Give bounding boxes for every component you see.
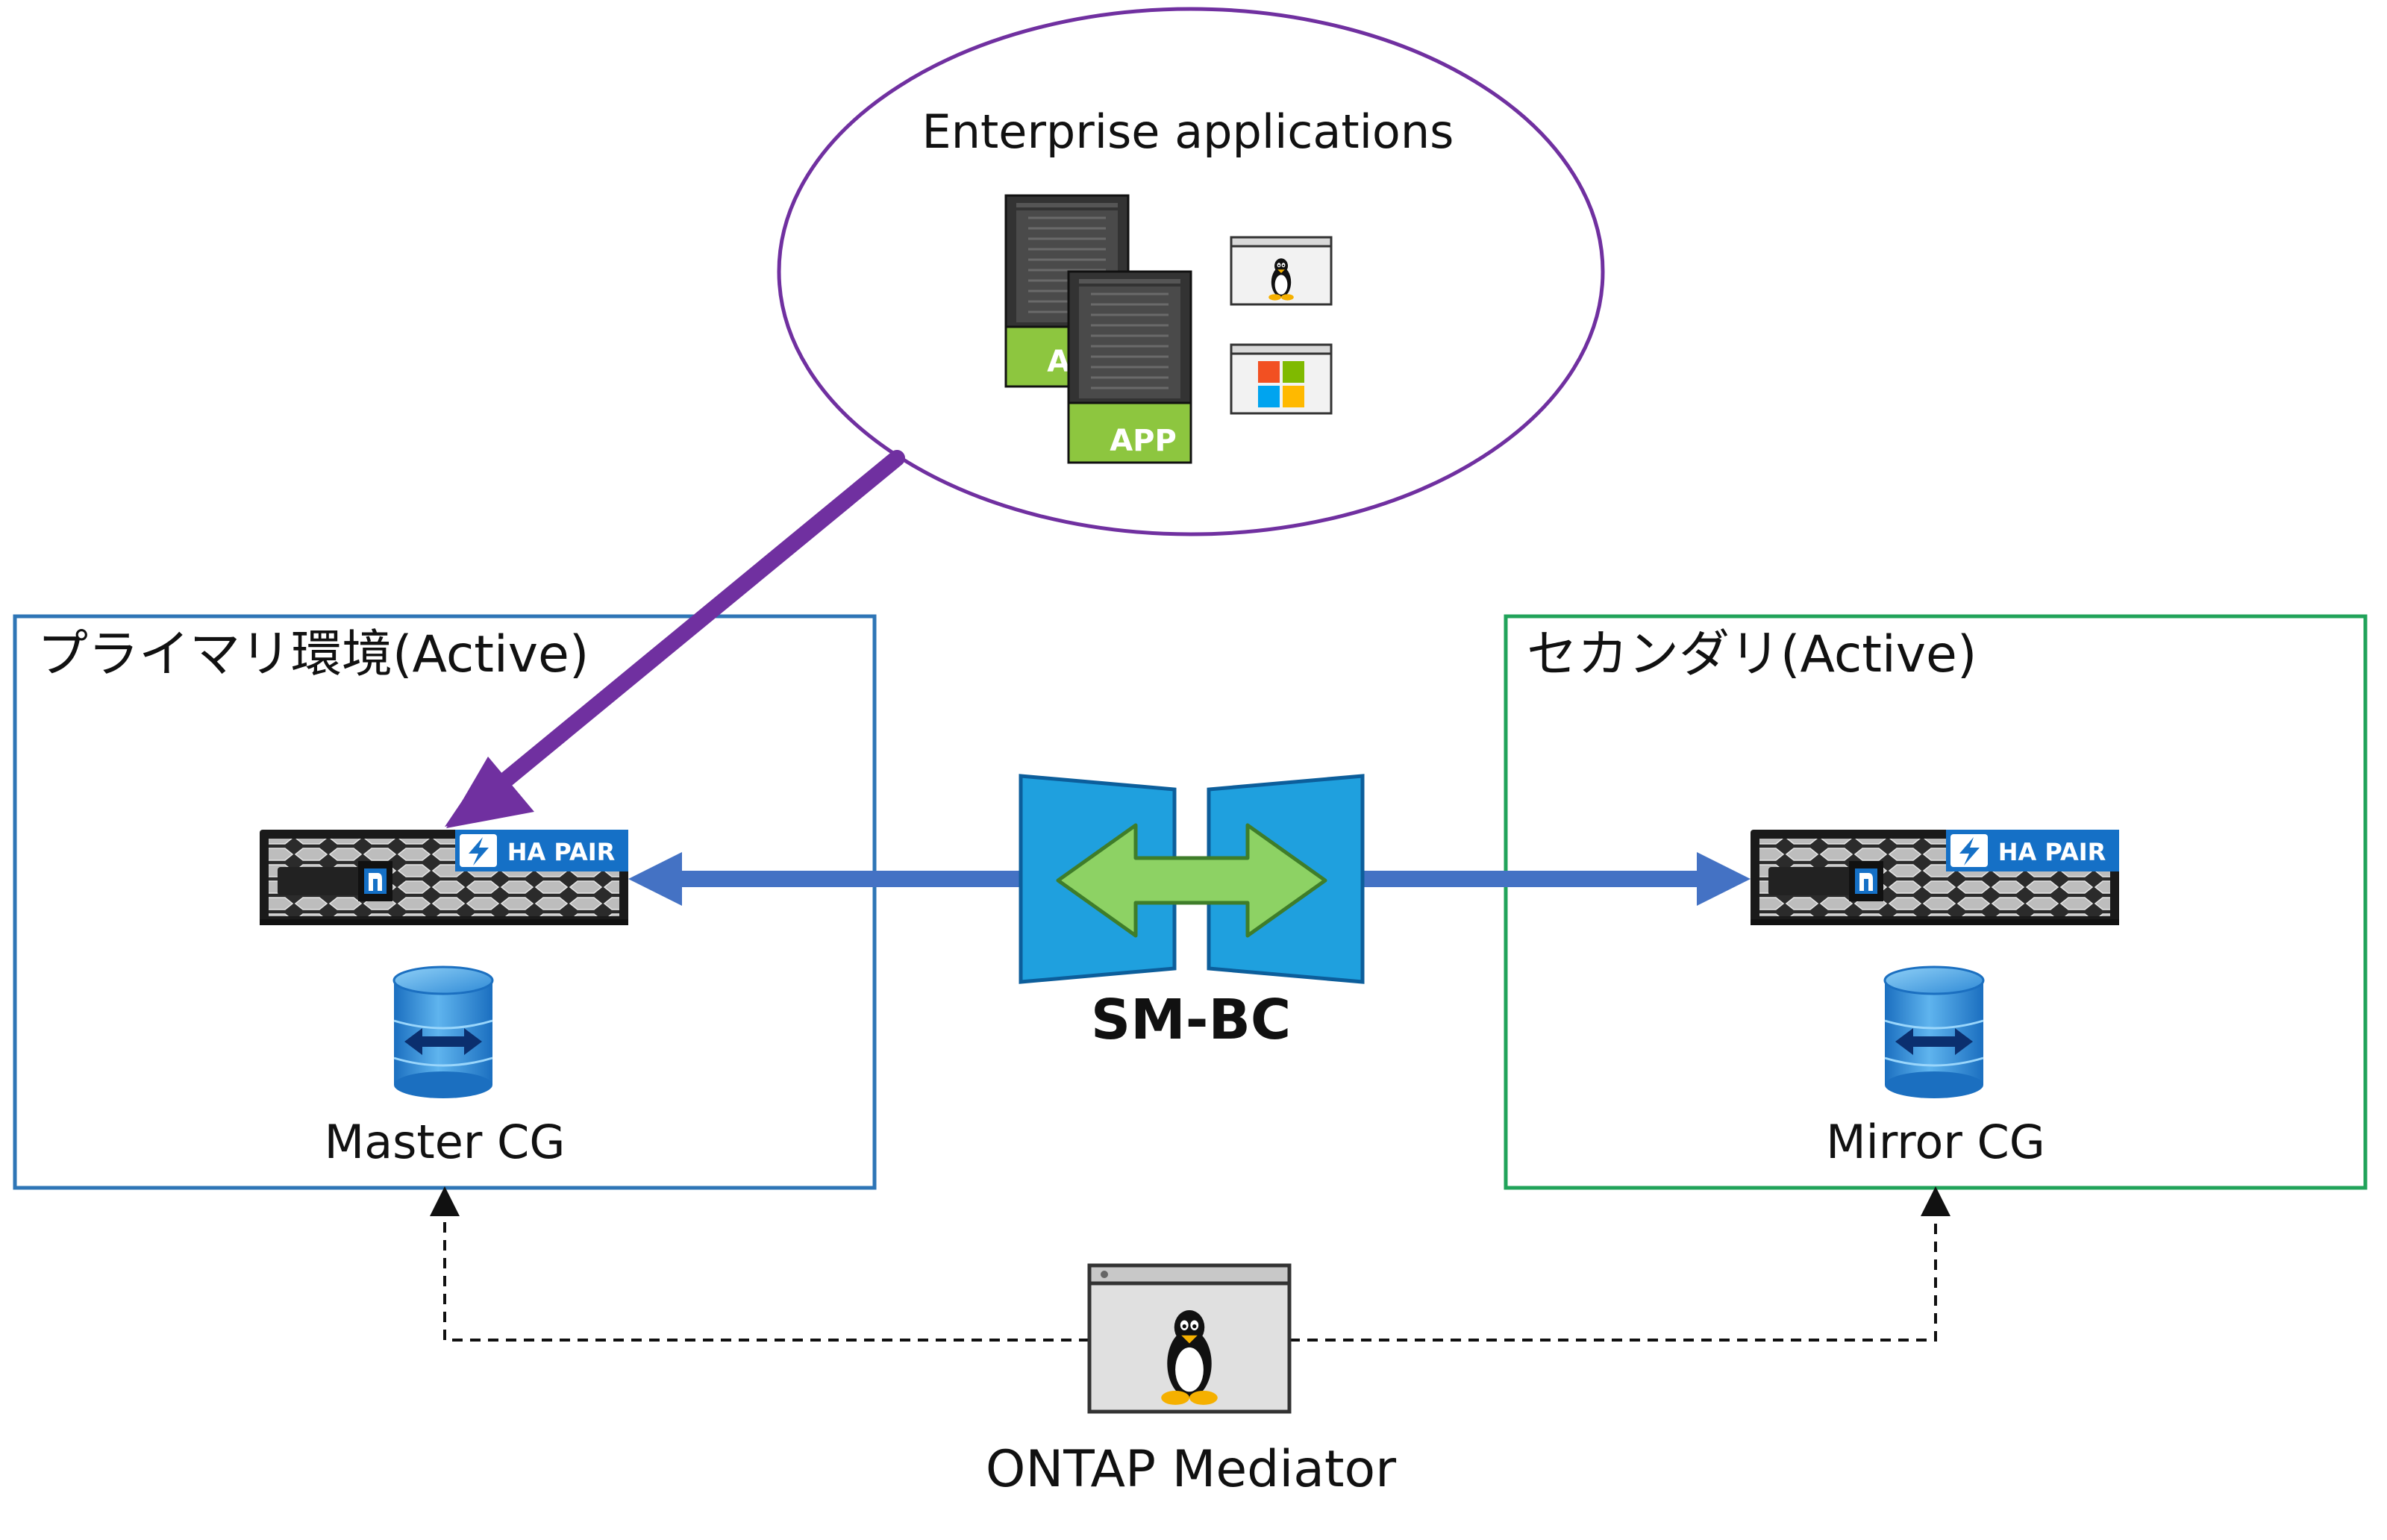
enterprise-apps-title: Enterprise applications: [922, 104, 1454, 159]
storage-array-icon: HA PAIR: [1751, 830, 2119, 925]
secondary-site-title: セカンダリ(Active): [1527, 625, 1977, 684]
mediator-link-primary: [430, 1186, 1089, 1342]
replication-arrow-left: [628, 852, 1021, 906]
mirror-cg-label: Mirror CG: [1826, 1115, 2045, 1169]
master-cg-label: Master CG: [325, 1115, 566, 1169]
enterprise-apps-group: Enterprise applications APP APP: [777, 7, 1605, 536]
database-icon: [1883, 965, 1985, 1100]
database-icon: [392, 965, 494, 1100]
windows-icon: [1230, 343, 1333, 415]
linux-icon: [1230, 236, 1333, 306]
mediator-label: ONTAP Mediator: [986, 1440, 1396, 1499]
app-badge-front: APP: [1110, 424, 1177, 458]
storage-array-icon: HA PAIR: [260, 830, 628, 925]
primary-site: プライマリ環境(Active) HA PAIR Master CG: [13, 614, 877, 1190]
app-server-icon: APP: [1067, 270, 1192, 464]
snapmirror-sync-icon: [1019, 774, 1365, 984]
replication-arrow-right: [1363, 852, 1751, 906]
secondary-site: セカンダリ(Active) HA PAIR Mirror CG: [1504, 614, 2368, 1190]
ha-pair-badge: HA PAIR: [507, 838, 616, 866]
primary-site-title: プライマリ環境(Active): [37, 625, 589, 684]
mediator-linux-window-icon: [1087, 1263, 1292, 1414]
app-access-arrow: [445, 450, 905, 828]
mediator-link-secondary: [1289, 1186, 1950, 1342]
smbc-label: SM-BC: [1091, 988, 1291, 1052]
ha-pair-badge: HA PAIR: [1998, 838, 2106, 866]
